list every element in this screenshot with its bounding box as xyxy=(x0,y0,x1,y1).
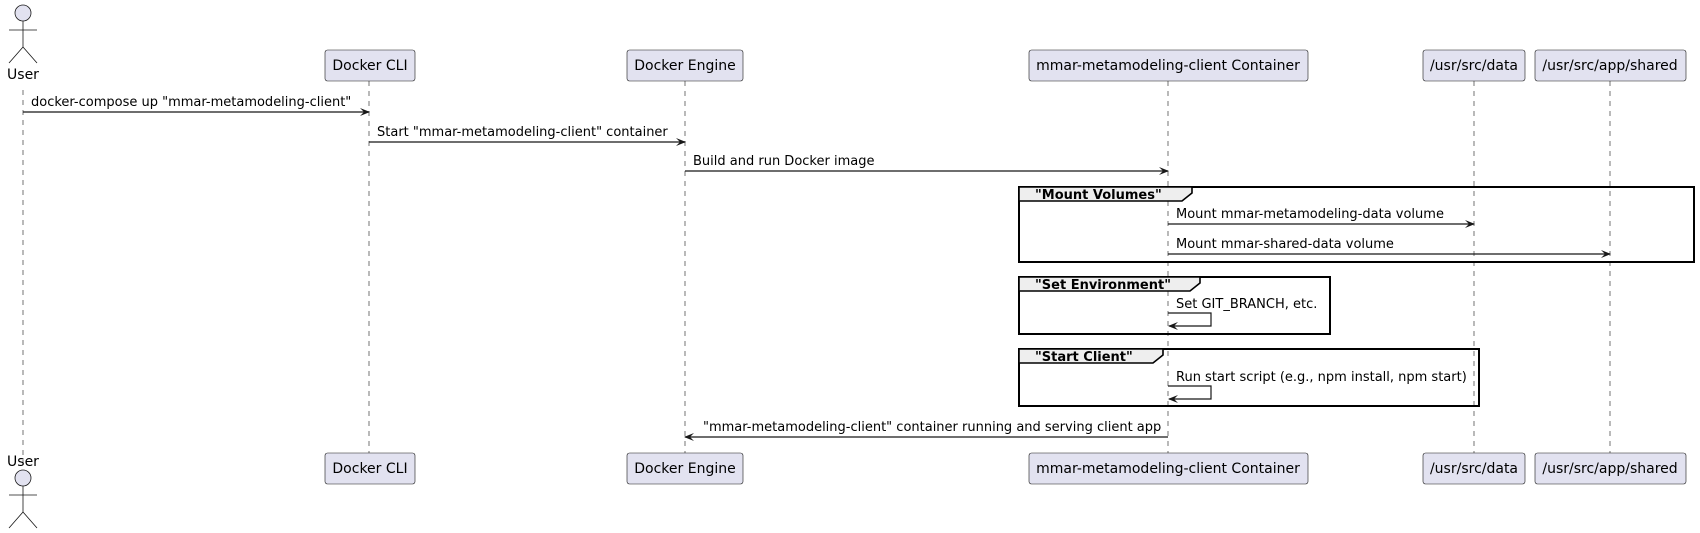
group-set-environment: "Set Environment" xyxy=(1018,276,1331,335)
actor-user-top: User xyxy=(7,4,39,83)
participant-label: /usr/src/app/shared xyxy=(1542,58,1677,74)
participant-client-container-top: mmar-metamodeling-client Container xyxy=(1028,49,1309,82)
message-label: docker-compose up "mmar-metamodeling-cli… xyxy=(31,95,351,110)
group-start-client: "Start Client" xyxy=(1018,348,1480,407)
participant-src-data-top: /usr/src/data xyxy=(1422,49,1526,82)
actor-icon xyxy=(8,4,38,64)
participant-label: Docker CLI xyxy=(332,58,407,74)
participant-label: /usr/src/data xyxy=(1430,461,1518,477)
group-label: "Set Environment" xyxy=(1035,278,1171,293)
participant-label: mmar-metamodeling-client Container xyxy=(1036,461,1300,477)
message-start-container: Start "mmar-metamodeling-client" contain… xyxy=(369,125,686,146)
group-mount-volumes: "Mount Volumes" xyxy=(1018,186,1695,263)
participant-src-data-bottom: /usr/src/data xyxy=(1422,452,1526,485)
message-set-git-branch: Set GIT_BRANCH, etc. xyxy=(1168,297,1317,330)
participant-label: Docker Engine xyxy=(634,461,735,477)
message-label: Set GIT_BRANCH, etc. xyxy=(1176,297,1317,312)
participant-label: /usr/src/app/shared xyxy=(1542,461,1677,477)
message-mount-shared-volume: Mount mmar-shared-data volume xyxy=(1168,237,1611,258)
message-label: "mmar-metamodeling-client" container run… xyxy=(703,420,1161,435)
participant-docker-cli-bottom: Docker CLI xyxy=(324,452,416,485)
message-mount-data-volume: Mount mmar-metamodeling-data volume xyxy=(1168,207,1475,228)
participant-label: Docker CLI xyxy=(332,461,407,477)
participant-docker-engine-top: Docker Engine xyxy=(626,49,744,82)
group-label: "Start Client" xyxy=(1035,350,1133,365)
message-label: Start "mmar-metamodeling-client" contain… xyxy=(377,125,668,140)
message-label: Mount mmar-metamodeling-data volume xyxy=(1176,207,1444,222)
participant-app-shared-top: /usr/src/app/shared xyxy=(1534,49,1687,82)
actor-user-bottom: User xyxy=(7,454,39,529)
participant-client-container-bottom: mmar-metamodeling-client Container xyxy=(1028,452,1309,485)
participant-label: User xyxy=(7,67,39,83)
message-label: Mount mmar-shared-data volume xyxy=(1176,237,1394,252)
message-label: Build and run Docker image xyxy=(693,154,874,169)
participant-app-shared-bottom: /usr/src/app/shared xyxy=(1534,452,1687,485)
message-container-running: "mmar-metamodeling-client" container run… xyxy=(684,420,1168,441)
participant-docker-cli-top: Docker CLI xyxy=(324,49,416,82)
message-run-start-script: Run start script (e.g., npm install, npm… xyxy=(1168,370,1467,403)
message-label: Run start script (e.g., npm install, npm… xyxy=(1176,370,1467,385)
message-docker-compose-up: docker-compose up "mmar-metamodeling-cli… xyxy=(23,95,370,116)
participant-label: /usr/src/data xyxy=(1430,58,1518,74)
actor-icon xyxy=(8,469,38,529)
participant-label: mmar-metamodeling-client Container xyxy=(1036,58,1300,74)
message-build-run-image: Build and run Docker image xyxy=(685,154,1169,175)
participant-label: Docker Engine xyxy=(634,58,735,74)
participant-docker-engine-bottom: Docker Engine xyxy=(626,452,744,485)
participant-label: User xyxy=(7,454,39,470)
group-label: "Mount Volumes" xyxy=(1035,188,1162,203)
